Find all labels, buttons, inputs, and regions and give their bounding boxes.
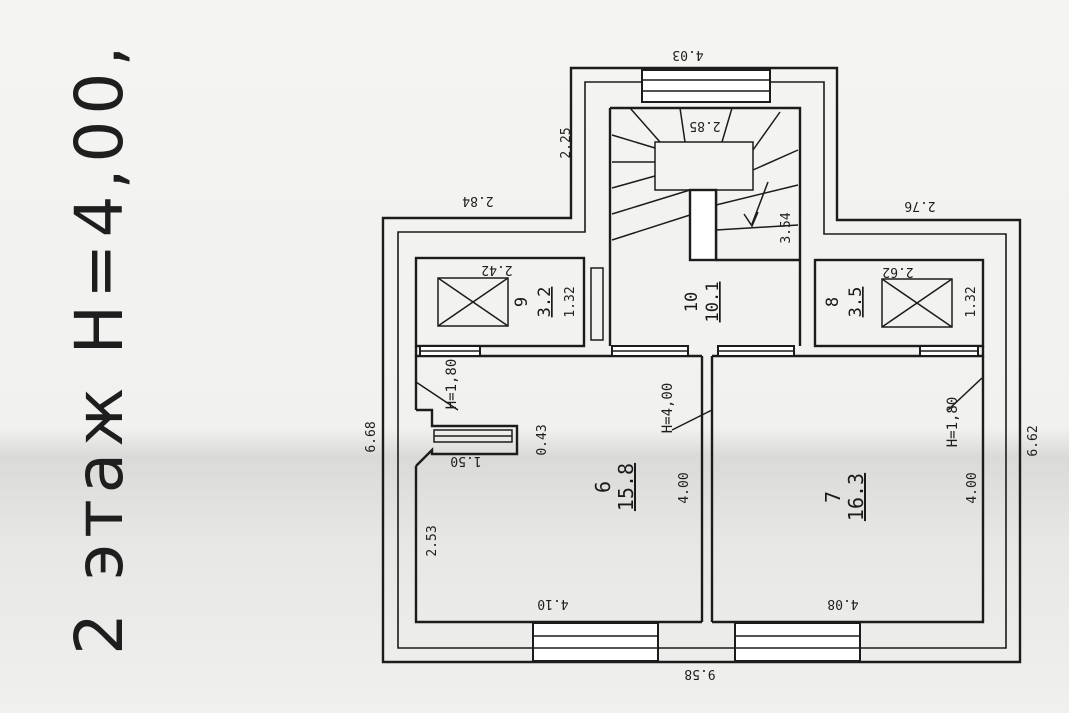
room-8-width: 2.62 xyxy=(882,264,913,279)
dim-left-top: 2.84 xyxy=(462,193,493,208)
room-10-number: 10 xyxy=(682,292,702,312)
door-room-10 xyxy=(611,345,689,357)
height-left: H=1,80 xyxy=(444,359,460,410)
room-9-outline xyxy=(414,256,586,348)
dim-niche-depth: 0.43 xyxy=(535,424,550,455)
room-7-outline xyxy=(712,356,985,624)
dim-right-height: 6.62 xyxy=(1026,425,1041,456)
bottom-window-left xyxy=(532,622,659,662)
room-9-number: 9 xyxy=(512,297,532,307)
partition-horizontal xyxy=(414,346,985,358)
vent-left-icon xyxy=(437,277,509,327)
bottom-window-right xyxy=(734,622,861,662)
dim-room6-side: 2.53 xyxy=(425,525,440,556)
room-10-area: 10.1 xyxy=(703,282,723,323)
room-9-width: 2.42 xyxy=(481,262,512,277)
dim-room7-right: 4.00 xyxy=(965,472,980,503)
room-9-area: 3.2 xyxy=(535,287,555,318)
dim-room7-bottom: 4.08 xyxy=(827,596,858,611)
height-right: H=1,80 xyxy=(945,397,961,448)
partition-slot xyxy=(590,267,604,341)
dim-room6-bottom: 4.10 xyxy=(537,596,568,611)
room-8-depth: 1.32 xyxy=(964,286,979,317)
room-8-area: 3.5 xyxy=(846,287,866,318)
door-room-8 xyxy=(919,345,979,357)
dim-left-height: 6.68 xyxy=(364,421,379,452)
room-6-outline xyxy=(414,356,702,624)
partition-central xyxy=(700,356,714,622)
height-leader-right xyxy=(947,377,983,411)
room-8-number: 8 xyxy=(823,297,843,307)
niche xyxy=(415,381,519,467)
room-7-area: 16.3 xyxy=(844,473,868,521)
room-8-outline xyxy=(813,258,985,348)
room-6-number: 6 xyxy=(591,481,615,493)
dim-niche-width: 1.50 xyxy=(450,453,481,468)
staircase xyxy=(611,107,799,241)
room-9-depth: 1.32 xyxy=(563,286,578,317)
dim-stair-side: 2.25 xyxy=(559,127,574,158)
height-leader-mid xyxy=(671,409,713,431)
vent-right-icon xyxy=(881,278,953,328)
room-6-area: 15.8 xyxy=(614,463,638,511)
dim-top: 4.03 xyxy=(672,47,703,62)
dim-bottom-total: 9.58 xyxy=(684,666,715,681)
height-middle: H=4,00 xyxy=(660,383,676,434)
door-room-9 xyxy=(419,345,481,357)
stair-hall-walls xyxy=(608,106,802,346)
stair-core xyxy=(688,188,718,262)
dim-stair-top: 2.85 xyxy=(689,118,720,133)
dim-right-top: 2.76 xyxy=(904,198,935,213)
floor-title: 2 этаж H=4,00, xyxy=(61,40,138,655)
top-window xyxy=(641,69,771,103)
door-room-10b xyxy=(717,345,795,357)
dim-room6-right: 4.00 xyxy=(677,472,692,503)
dim-stair-width: 3.54 xyxy=(779,212,794,243)
room-7-number: 7 xyxy=(821,491,845,503)
